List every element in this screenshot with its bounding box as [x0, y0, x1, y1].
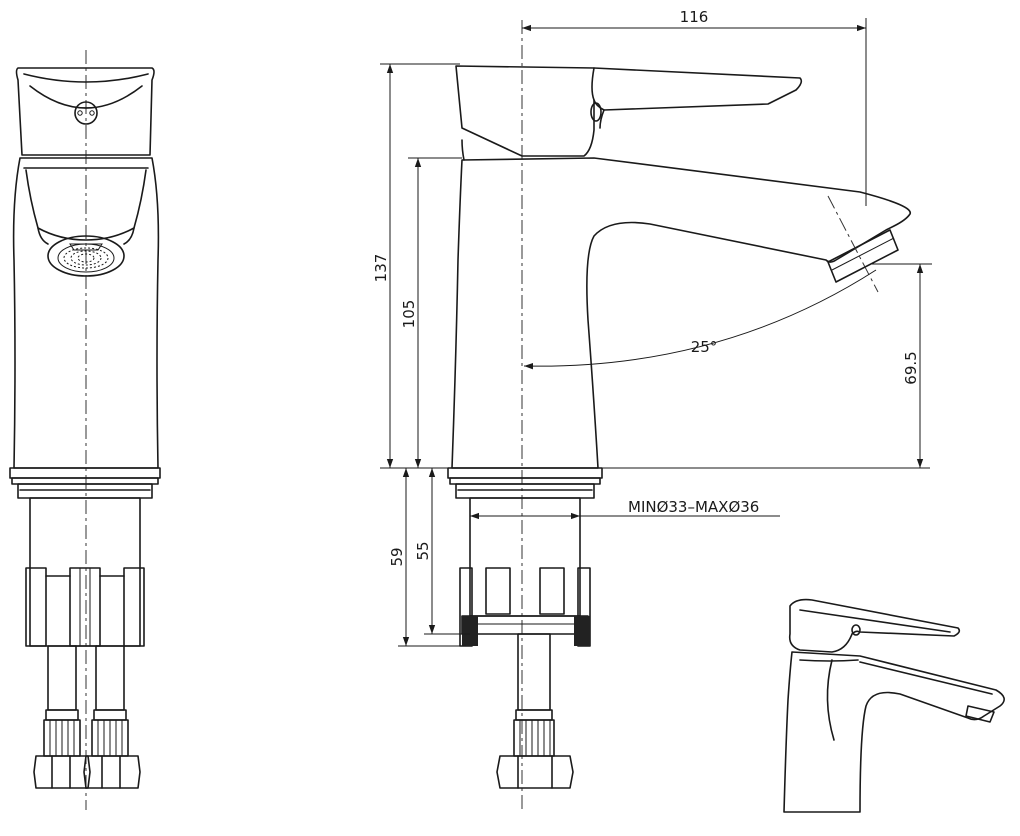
- dim-hole-diameter: MINØ33–MAXØ36: [470, 498, 780, 520]
- front-handle-screw: [74, 101, 98, 125]
- dim-outlet-height-label: 69.5: [902, 351, 920, 384]
- side-lever-handle: [455, 65, 803, 157]
- dim-mounting-length-label: 59: [388, 547, 406, 566]
- perspective-view: [783, 598, 1005, 813]
- dim-spout-base-height-label: 105: [400, 300, 418, 329]
- dim-spout-reach-label: 116: [680, 8, 709, 26]
- dim-outlet-height: 69.5: [872, 263, 932, 468]
- front-handle: [15, 67, 155, 156]
- dim-total-height-label: 137: [372, 254, 390, 283]
- dim-thread-length-label: 55: [414, 541, 432, 560]
- dim-spout-base-height: 105: [400, 157, 462, 468]
- dim-spout-reach: 116: [522, 8, 867, 206]
- perspective-handle: [788, 598, 961, 653]
- side-handle-screw: [590, 102, 602, 122]
- side-mounting-nut: [459, 567, 591, 647]
- dim-swivel-angle-label: 25°: [691, 338, 718, 356]
- front-aerator: [47, 235, 125, 277]
- dim-hole-diameter-label: MINØ33–MAXØ36: [628, 498, 759, 516]
- front-supply-hoses: [33, 645, 141, 789]
- side-base-ring: [447, 467, 603, 479]
- front-view: [9, 50, 161, 810]
- front-base-ring: [9, 467, 161, 479]
- side-outlet-aerator: [827, 229, 899, 283]
- dim-mounting-length: 59: [388, 468, 466, 647]
- dim-swivel-angle: 25°: [523, 269, 877, 370]
- side-supply-hose: [496, 633, 574, 789]
- front-mounting-nut: [25, 567, 145, 647]
- side-view: 116 137 105 69.5 59: [372, 8, 932, 810]
- perspective-body: [783, 651, 1005, 813]
- dim-thread-length: 55: [414, 468, 470, 635]
- side-body-spout: [451, 157, 911, 469]
- dim-total-height: 137: [372, 63, 460, 468]
